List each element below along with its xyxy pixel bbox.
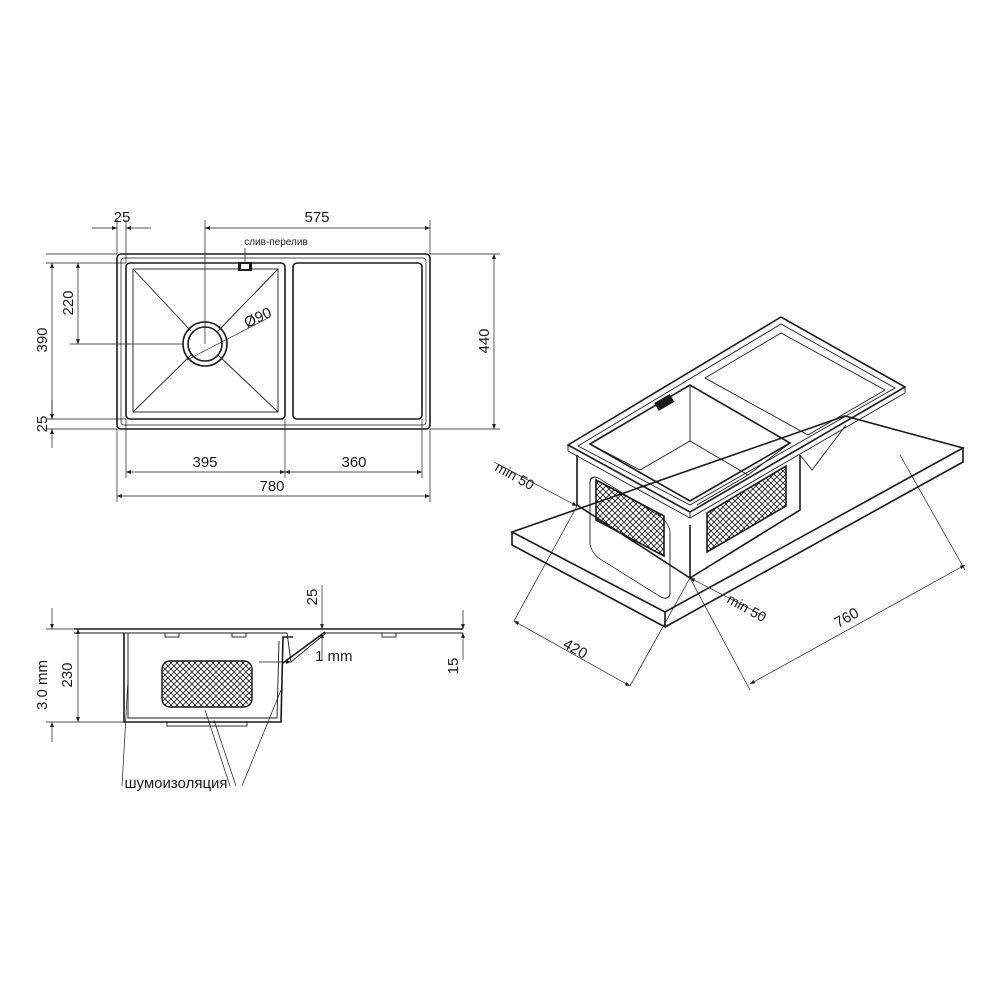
top-view-extension-lines: [46, 220, 500, 502]
dim-drainboard-width: 360: [341, 454, 366, 471]
dim-drain-to-right: 575: [304, 209, 329, 226]
dim-drain-depth: 220: [60, 290, 77, 315]
dim-min-right: min 50: [725, 591, 770, 625]
dim-bowl-width: 395: [192, 454, 217, 471]
bowl-slope-lines: [132, 268, 279, 413]
sink-rim-outer: [566, 316, 907, 513]
bowl-section: [123, 633, 293, 723]
dim-flange-step: 1 mm: [315, 648, 353, 665]
bowl-bottom-iso: [639, 440, 749, 506]
iso-dimension-lines: [493, 454, 966, 691]
top-view: 25 575 слив-перелив Ø90 220 390 25 440 3…: [34, 209, 500, 502]
dim-min-left: min 50: [493, 459, 538, 493]
bowl-outline: [125, 262, 286, 420]
sink-outline: [116, 253, 431, 430]
side-view: 25 230 3.0 mm 1 mm 15 шумоизоляция: [34, 585, 465, 792]
sink-outline-inner: [120, 257, 427, 426]
mounting-clip: [231, 632, 247, 638]
bowl-side-face: [689, 455, 801, 579]
dim-cutout-width: 760: [832, 604, 862, 631]
bowl-front-face: [576, 455, 691, 580]
overflow-icon-iso: [654, 394, 675, 411]
dim-steel-thickness: 3.0 mm: [34, 660, 51, 710]
insulation-pad-side: [706, 464, 787, 554]
drain-flange: [166, 721, 248, 727]
side-view-dimension-lines: [46, 585, 465, 787]
overflow-label: слив-перелив: [244, 237, 308, 248]
sink-rim-inner: [577, 323, 896, 506]
insulation-pad-front: [595, 478, 665, 558]
dim-flange-height: 15: [445, 658, 462, 675]
dim-total-width: 780: [259, 478, 284, 495]
dim-sink-length: 440: [476, 328, 493, 353]
iso-view: min 50 min 50 420 760: [493, 316, 966, 691]
insulation-pad: [161, 660, 253, 708]
mounting-clip: [381, 632, 397, 638]
dim-top-offset: 25: [114, 209, 131, 226]
drainboard-iso: [704, 332, 886, 436]
countertop-front: [511, 532, 666, 629]
dim-depth: 230: [59, 662, 76, 687]
dim-flange-offset: 25: [304, 589, 321, 606]
mounting-clip: [164, 632, 180, 638]
top-view-dimension-lines: [50, 226, 496, 498]
insulation-label: шумоизоляция: [124, 775, 227, 792]
drainboard-outline: [292, 262, 423, 420]
dim-cutout-depth: 420: [560, 636, 590, 663]
dim-bowl-length: 390: [34, 327, 51, 352]
drain-diameter-label: Ø90: [242, 304, 275, 331]
dim-bottom-offset: 25: [34, 416, 51, 433]
bowl-bottom: [132, 268, 279, 413]
support-bracket-iso: [799, 424, 847, 471]
